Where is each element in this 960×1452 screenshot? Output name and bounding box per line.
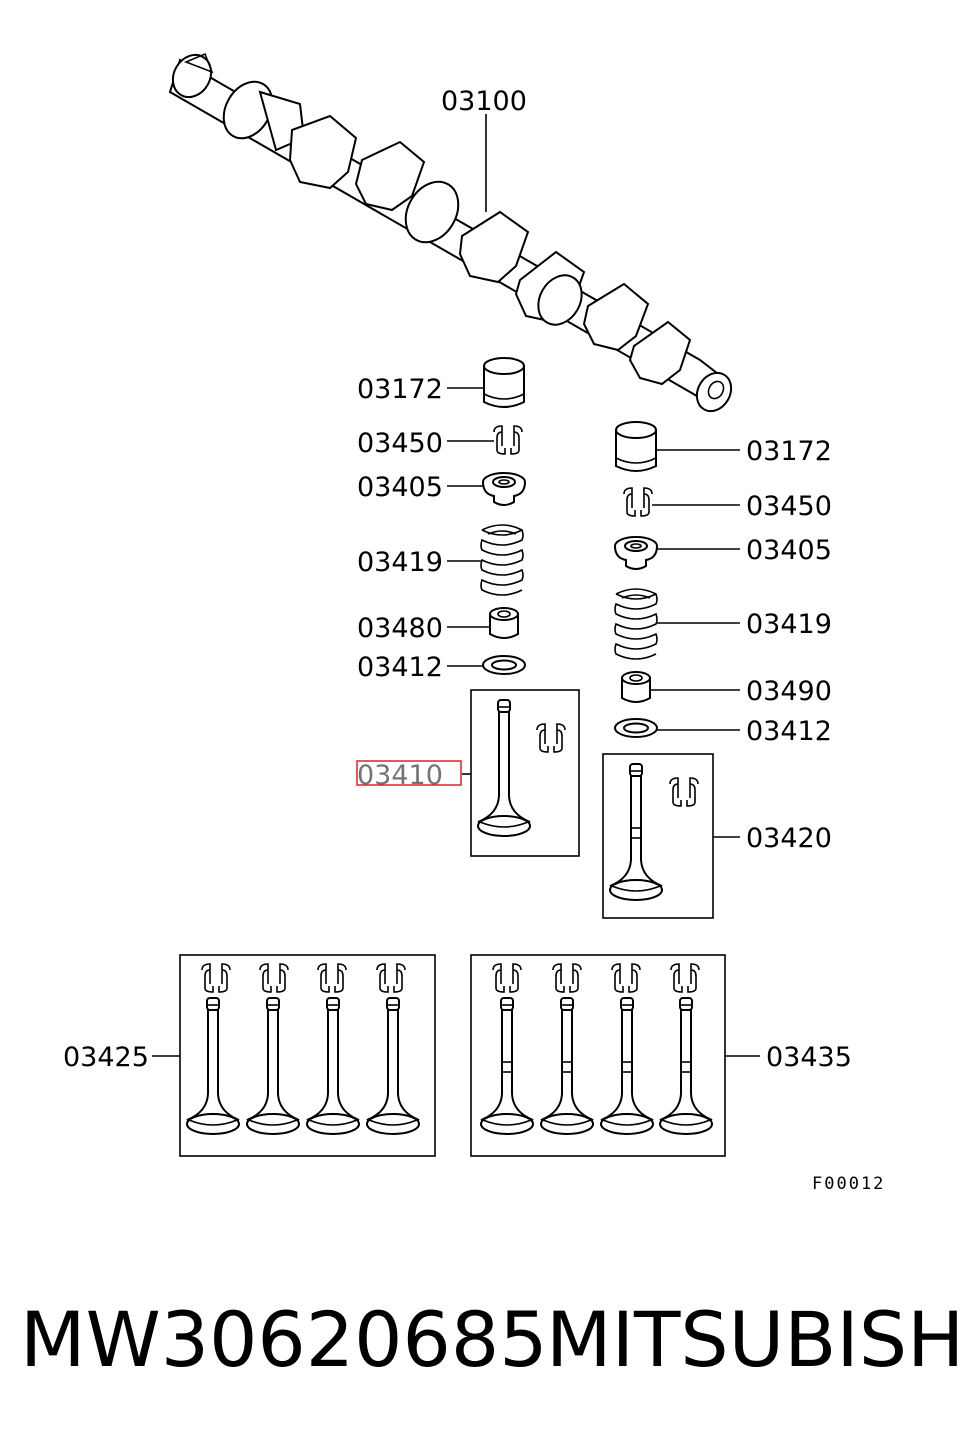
exhaust-valve-box (602, 753, 714, 919)
callout-right-retainer: 03405 (746, 535, 832, 566)
callout-left-spring-seat: 03412 (357, 652, 443, 683)
right-spring (614, 588, 658, 660)
left-retainer (482, 472, 526, 506)
callout-right-spring-seat: 03412 (746, 716, 832, 747)
exhaust-set-keeper-2 (552, 963, 582, 993)
callout-right-retainer-lock: 03450 (746, 491, 832, 522)
callout-right-lifter: 03172 (746, 436, 832, 467)
exhaust-set-keeper-1 (492, 963, 522, 993)
callout-exhaust-valve: 03420 (746, 823, 832, 854)
intake-set-keeper-3 (317, 963, 347, 993)
right-spring-seat (614, 718, 658, 738)
intake-set-keeper-4 (376, 963, 406, 993)
callout-right-stem-seal: 03490 (746, 676, 832, 707)
intake-set-keeper-2 (259, 963, 289, 993)
exhaust-valve-keeper (669, 777, 699, 807)
callout-left-retainer-lock: 03450 (357, 428, 443, 459)
intake-valve-box (470, 689, 580, 857)
right-stem-seal (621, 671, 651, 703)
callout-left-spring: 03419 (357, 547, 443, 578)
intake-set-valve-1 (186, 997, 240, 1135)
part-number: MW30620685 (20, 1295, 548, 1384)
left-retainer-lock (493, 425, 523, 455)
intake-valve-keeper (536, 723, 566, 753)
exhaust-set-valve-2 (540, 997, 594, 1135)
camshaft (168, 52, 733, 413)
exhaust-set-keeper-4 (670, 963, 700, 993)
highlight-box (356, 760, 462, 786)
callout-right-spring: 03419 (746, 609, 832, 640)
left-lifter (483, 357, 525, 408)
leader-lines (152, 114, 760, 1057)
footer: MW30620685 MITSUBISHI (0, 1295, 960, 1405)
callout-intake-valve-set: 03425 (63, 1042, 149, 1073)
exhaust-set-valve-3 (600, 997, 654, 1135)
callout-camshaft: 03100 (441, 86, 527, 117)
left-stem-seal (489, 607, 519, 639)
left-spring (480, 524, 524, 596)
brand-name: MITSUBISHI (546, 1295, 960, 1384)
intake-set-valve-3 (306, 997, 360, 1135)
callout-left-retainer: 03405 (357, 472, 443, 503)
intake-valve (477, 699, 531, 837)
exhaust-set-valve-4 (659, 997, 713, 1135)
exhaust-set-keeper-3 (611, 963, 641, 993)
intake-set-valve-2 (246, 997, 300, 1135)
right-retainer-lock (623, 487, 653, 517)
intake-set-keeper-1 (201, 963, 231, 993)
exhaust-set-valve-1 (480, 997, 534, 1135)
figure-code: F00012 (812, 1174, 885, 1194)
exhaust-valve (609, 763, 663, 901)
intake-set-valve-4 (366, 997, 420, 1135)
callout-intake-valve[interactable]: 03410 (357, 760, 443, 791)
callout-exhaust-valve-set: 03435 (766, 1042, 852, 1073)
right-retainer (614, 536, 658, 570)
callout-left-lifter: 03172 (357, 374, 443, 405)
callout-left-stem-seal: 03480 (357, 613, 443, 644)
right-lifter (615, 421, 657, 472)
left-spring-seat (482, 655, 526, 675)
